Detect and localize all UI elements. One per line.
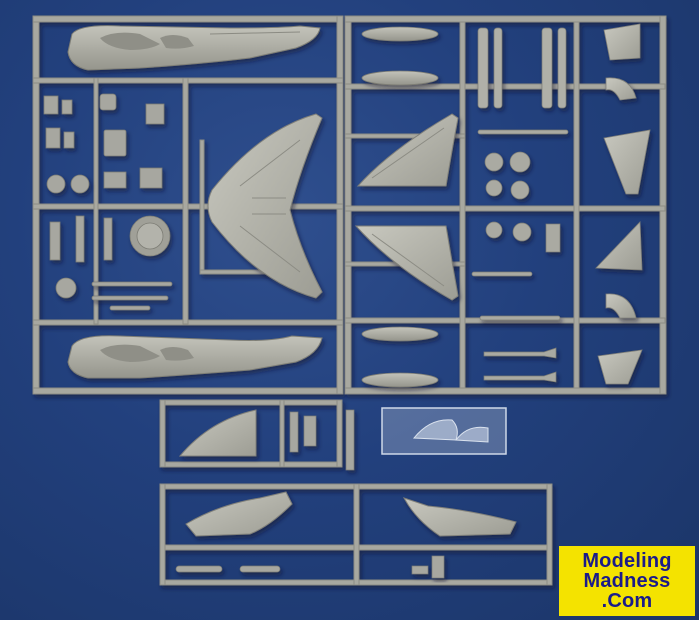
sprue-frame-small — [159, 399, 343, 468]
small-fittings — [289, 409, 355, 471]
fuselage-half-top — [67, 25, 321, 71]
watermark-line-3: .Com — [601, 590, 653, 612]
wing-panel-lower — [354, 225, 459, 301]
small-parts-left — [43, 93, 173, 311]
delta-wing-lower — [207, 113, 323, 299]
intake-half-right — [402, 497, 517, 537]
watermark-line-2: Madness — [583, 570, 671, 592]
fuselage-half-bottom — [67, 335, 323, 379]
tail-parts-right — [595, 23, 651, 385]
modeling-madness-watermark: Modeling Madness .Com — [559, 546, 695, 616]
slim-parts-right — [477, 27, 567, 109]
small-parts-bottom — [175, 555, 445, 579]
drop-tanks — [361, 26, 439, 388]
clear-sprue — [381, 407, 507, 455]
intake-half-left — [185, 491, 293, 537]
sprue-frame-left — [32, 15, 344, 395]
vertical-fin — [178, 409, 257, 457]
watermark-line-1: Modeling — [582, 550, 672, 572]
ordnance-parts — [471, 129, 569, 383]
sprue-frame-bottom — [159, 483, 553, 586]
wing-panel-upper — [356, 113, 459, 187]
